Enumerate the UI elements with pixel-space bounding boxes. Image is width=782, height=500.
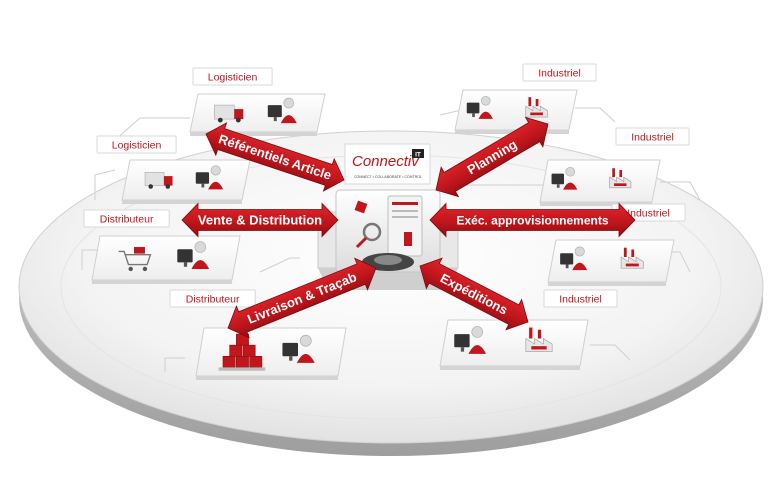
person-at-computer-icon: [551, 167, 578, 190]
partner-tile-distributeur-2: Distributeur: [169, 289, 347, 380]
partner-tile-logisticien-2: Logisticien: [96, 135, 251, 204]
truck-icon: [144, 172, 173, 189]
partner-label-text: Industriel: [631, 131, 674, 143]
brand-badge: IT: [415, 152, 421, 159]
partner-tile-industriel-2: Industriel: [539, 127, 690, 206]
cart-icon: [118, 247, 152, 272]
partner-label-industriel-4: Industriel: [543, 289, 618, 308]
partner-label-distributeur-1: Distributeur: [83, 209, 170, 228]
truck-small-icon: [214, 104, 244, 123]
brand-tagline: CONNECT • COLLABORATE • CONTROL: [354, 175, 422, 179]
partner-tile-logisticien-1: Logisticien: [189, 67, 326, 136]
person-at-computer-icon: [195, 165, 224, 190]
factory-icon: [525, 97, 548, 118]
factory-icon: [525, 327, 553, 352]
arrow-label-vente-distribution: Vente & Distribution: [198, 213, 322, 228]
factory-icon: [620, 247, 644, 269]
arrow-label-exec-approvisionnements: Exéc. approvisionnements: [456, 214, 608, 228]
person-at-computer-icon: [560, 246, 588, 271]
partner-tile-industriel-1: Industriel: [454, 63, 597, 134]
partner-label-text: Industriel: [559, 293, 602, 305]
arrow-vente-distribution: Vente & Distribution: [181, 202, 339, 238]
partner-label-text: Logisticien: [112, 139, 162, 151]
person-at-computer-icon: [282, 334, 315, 363]
factory-icon: [609, 168, 632, 189]
brand-name: Connectiv: [352, 153, 420, 170]
partner-label-text: Industriel: [627, 207, 670, 219]
arrow-exec-approvisionnements: Exéc. approvisionnements: [429, 202, 636, 238]
person-at-computer-icon: [177, 241, 210, 269]
person-at-computer-icon: [454, 326, 487, 354]
partner-tiles: LogisticienLogisticienDistributeurDistri…: [83, 63, 690, 380]
person-at-computer-icon: [466, 95, 493, 119]
connectiv-logo: Connectiv IT CONNECT • COLLABORATE • CON…: [344, 143, 431, 185]
partner-label-logisticien-1: Logisticien: [192, 67, 273, 86]
magnifier-icon: [355, 222, 382, 249]
partner-label-distributeur-2: Distributeur: [169, 289, 256, 308]
partner-label-industriel-2: Industriel: [615, 127, 690, 146]
partner-label-text: Logisticien: [208, 71, 258, 83]
person-at-computer-icon: [267, 97, 297, 124]
partner-tile-distributeur-1: Distributeur: [83, 209, 241, 284]
partner-label-logisticien-2: Logisticien: [96, 135, 177, 154]
partner-tile-industriel-3: Industriel: [547, 203, 686, 286]
partner-label-industriel-1: Industriel: [522, 63, 597, 82]
partner-label-text: Industriel: [538, 67, 581, 79]
partner-label-text: Distributeur: [100, 213, 154, 225]
partner-label-text: Distributeur: [186, 293, 240, 305]
partner-tile-industriel-4: Industriel: [439, 289, 618, 370]
